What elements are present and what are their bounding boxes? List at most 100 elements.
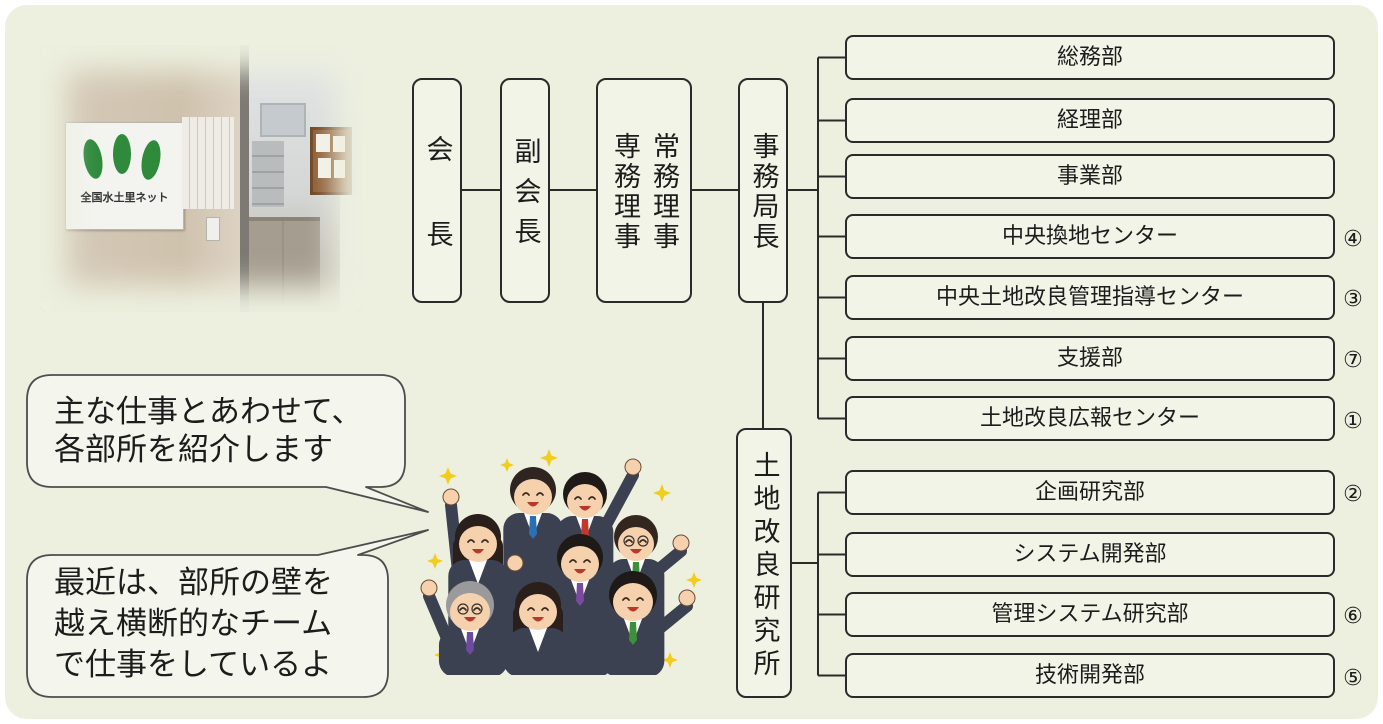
eyes [467, 539, 489, 543]
star-icon [540, 449, 558, 467]
mouth [464, 617, 476, 622]
eyes [527, 607, 549, 611]
photo-side-wall [340, 195, 362, 312]
star-icon [653, 484, 671, 502]
department-label: 技術開発部 [1034, 662, 1145, 688]
photo-board-paper [316, 134, 330, 152]
photo-shelf [252, 141, 284, 207]
photo-board-paper [334, 160, 345, 178]
system-development-dept-box: システム開発部 [845, 532, 1335, 577]
fist [506, 554, 524, 572]
glasses [637, 535, 649, 547]
star-icon [427, 553, 443, 569]
technology-development-dept-box: 技術開発部 [845, 653, 1335, 698]
fist [672, 534, 690, 552]
institute-label: 土地改良研究所 [748, 450, 780, 682]
department-label: 総務部 [1056, 44, 1123, 70]
photo-light-switch [206, 217, 220, 241]
photo-door-frame [240, 45, 249, 312]
secretary-general-label: 事務局長 [747, 132, 779, 252]
speech-line: 各部所を紹介します [54, 432, 333, 468]
necktie [576, 583, 584, 606]
necktie [629, 622, 637, 645]
land-improvement-institute-box: 土地改良研究所 [736, 428, 792, 698]
circled-number-badge: ⑦ [1343, 348, 1363, 373]
planning-research-dept-box: 企画研究部 [845, 470, 1335, 515]
mouth [527, 502, 539, 507]
circled-number-badge: ② [1343, 482, 1363, 507]
eyes [625, 539, 647, 543]
president-label: 会長 [421, 134, 453, 305]
secretary-general-box: 事務局長 [738, 78, 788, 303]
department-label: システム開発部 [1013, 541, 1167, 567]
land-improvement-pr-center-box: 土地改良広報センター [845, 396, 1335, 441]
office-entrance-photo: 全国水土里ネット [40, 45, 362, 312]
mouth [627, 607, 639, 612]
shirt-collar [469, 560, 487, 584]
logo-leaf-icon [113, 134, 131, 174]
sign-logo-text: 全国水土里ネット [80, 191, 169, 204]
eyes [522, 492, 544, 496]
speech-line: 主な仕事とあわせて、 [54, 394, 363, 430]
photo-window [260, 103, 306, 137]
speech-bubble-bottom [26, 529, 429, 698]
organization-sign: 全国水土里ネット [65, 122, 184, 230]
photo-board-paper [333, 136, 345, 152]
vice-president-box: 副会長 [500, 78, 550, 303]
circled-number-badge: ① [1343, 409, 1363, 434]
photo-vignette [40, 45, 362, 312]
star-icon [686, 572, 702, 588]
glasses [623, 535, 635, 547]
speech-line: 最近は、部所の壁を [54, 565, 333, 601]
fist [442, 488, 460, 506]
circled-number-badge: ⑥ [1343, 604, 1363, 629]
president-box: 会長 [412, 78, 462, 305]
face [519, 594, 557, 630]
management-system-research-dept-box: 管理システム研究部 [845, 592, 1335, 637]
face [459, 526, 497, 562]
face [567, 484, 603, 518]
executive-director-label: 専務理事 [609, 132, 640, 252]
general-affairs-dept-box: 総務部 [845, 35, 1335, 80]
department-label: 事業部 [1056, 163, 1123, 189]
mouth [630, 549, 642, 554]
department-label: 支援部 [1056, 345, 1123, 371]
speech-bubble-top [26, 374, 429, 513]
circled-number-badge: ④ [1343, 227, 1363, 252]
speech-line: 越え横断的なチーム [54, 606, 333, 642]
department-label: 経理部 [1056, 107, 1123, 133]
mouth [472, 549, 484, 554]
mouth [579, 506, 591, 511]
fist [420, 579, 438, 597]
department-label: 土地改良広報センター [979, 405, 1200, 431]
vice-president-label: 副会長 [509, 137, 541, 257]
necktie [466, 632, 474, 655]
accounting-dept-box: 経理部 [845, 98, 1335, 143]
glasses [457, 603, 469, 615]
business-dept-box: 事業部 [845, 154, 1335, 199]
speech-line: で仕事をしているよ [54, 647, 333, 683]
face [613, 583, 653, 621]
person-figure [420, 579, 502, 675]
star-icon [439, 467, 457, 485]
photo-posted-note [182, 117, 234, 209]
eyes [622, 597, 644, 601]
support-dept-box: 支援部 [845, 336, 1335, 381]
directors-box: 専務理事 常務理事 [596, 78, 692, 303]
circled-number-badge: ③ [1343, 287, 1363, 312]
face [514, 479, 552, 515]
mouth [532, 617, 544, 622]
necktie [529, 516, 537, 539]
central-land-replotting-center-box: 中央換地センター [845, 214, 1335, 259]
department-label: 企画研究部 [1034, 479, 1145, 505]
cheering-staff-illustration [420, 449, 702, 675]
fist [624, 458, 642, 476]
mouth [574, 569, 586, 574]
fist [678, 589, 696, 607]
eyes [459, 607, 481, 611]
person-figure [506, 554, 568, 675]
directors-columns: 専務理事 常務理事 [609, 132, 679, 252]
face [618, 527, 654, 561]
